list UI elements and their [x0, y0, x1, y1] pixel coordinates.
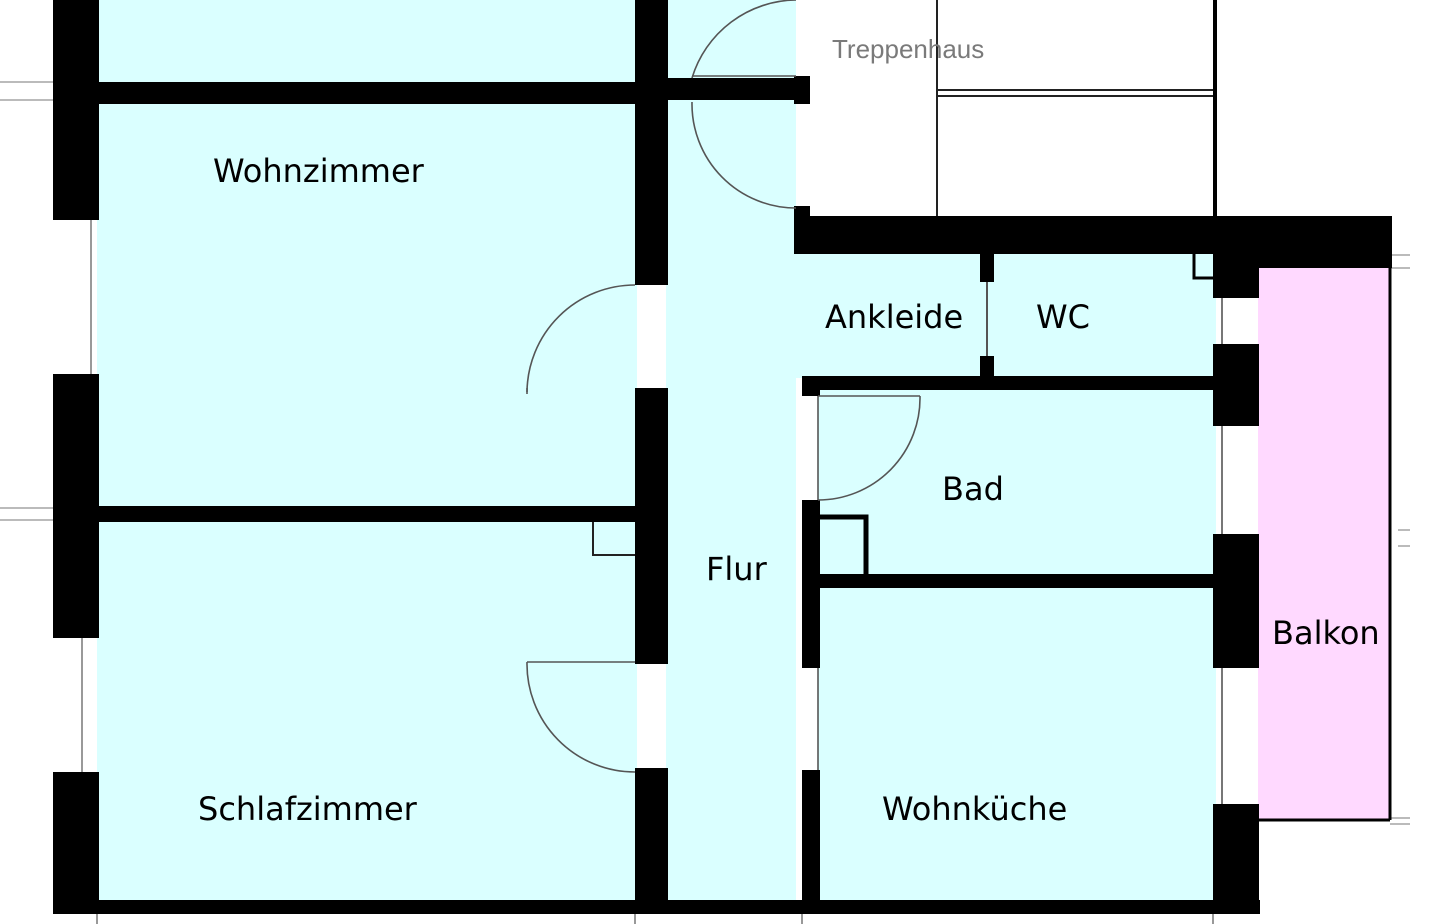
room-label-schlafzimmer: Schlafzimmer [198, 790, 418, 828]
room-label-ankleide: Ankleide [825, 298, 963, 336]
walls [53, 0, 1392, 924]
fill-ankleide-wc [796, 252, 1216, 378]
room-label-wohnzimmer: Wohnzimmer [213, 152, 425, 190]
door-entrance-top [691, 0, 797, 79]
room-label-balkon: Balkon [1272, 614, 1380, 652]
fill-wohnkueche [818, 588, 1216, 904]
door-bad [817, 395, 921, 501]
room-label-wc: WC [1036, 298, 1090, 336]
staircase-label: Treppenhaus [832, 34, 984, 64]
staircase [936, 0, 1217, 216]
room-label-bad: Bad [942, 470, 1004, 508]
fill-schlafzimmer [97, 520, 637, 904]
guide-lines [0, 81, 1410, 825]
room-label-flur: Flur [706, 550, 768, 588]
fill-flur [666, 0, 796, 904]
door-entrance-bottom [691, 101, 797, 209]
door-wohnzimmer [526, 284, 636, 393]
door-schlafzimmer [526, 661, 636, 773]
room-fills [97, 0, 1390, 904]
fill-bad [818, 388, 1216, 574]
room-label-wohnkueche: Wohnküche [882, 790, 1067, 828]
fill-balkon [1258, 268, 1390, 820]
labels: Treppenhaus Wohnzimmer Ankleide WC Bad F… [198, 34, 1380, 828]
fill-wohnzimmer [97, 102, 637, 510]
door-swings [526, 0, 921, 773]
fill-upper-room [97, 0, 637, 84]
